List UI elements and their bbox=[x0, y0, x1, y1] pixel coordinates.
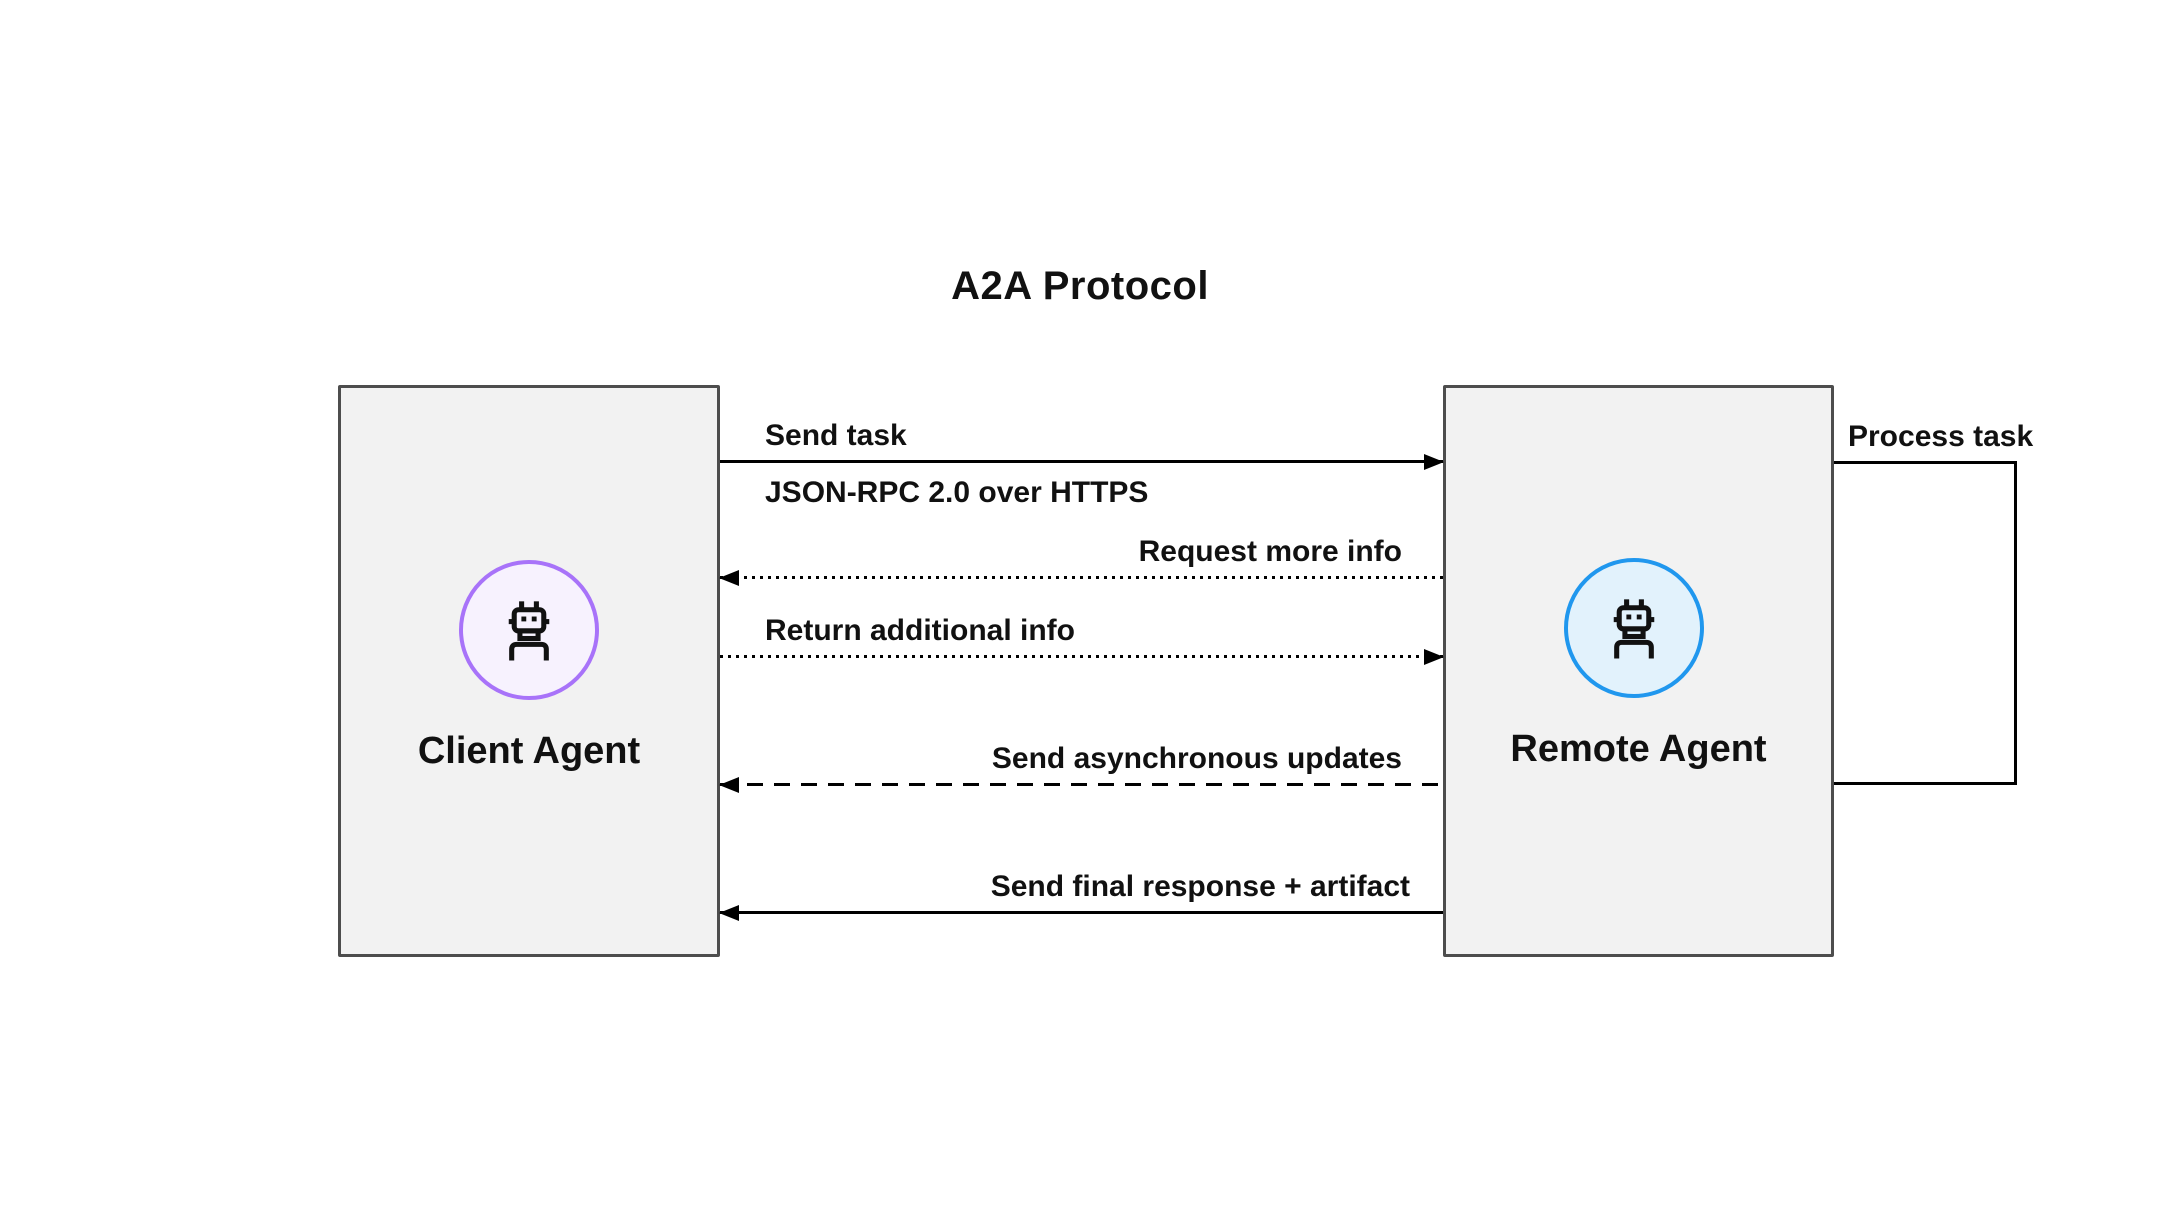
remote-agent-label: Remote Agent bbox=[1510, 728, 1767, 770]
bot-icon bbox=[508, 601, 550, 661]
self-loop-label-process-task: Process task bbox=[1848, 420, 2034, 453]
message-arrow-send-async-updates bbox=[720, 783, 1443, 786]
message-arrow-send-final-response bbox=[720, 911, 1443, 914]
message-label-return-additional-info: Return additional info bbox=[765, 614, 1075, 647]
message-arrow-request-more-info bbox=[720, 576, 1443, 579]
message-label-send-task: Send task bbox=[765, 419, 907, 452]
client-agent-avatar bbox=[459, 560, 599, 700]
diagram-title: A2A Protocol bbox=[951, 264, 1209, 308]
message-label-send-final-response: Send final response + artifact bbox=[990, 870, 1410, 903]
client-agent-label: Client Agent bbox=[417, 730, 641, 772]
message-sublabel-json-rpc: JSON-RPC 2.0 over HTTPS bbox=[765, 476, 1149, 509]
message-label-send-async-updates: Send asynchronous updates bbox=[991, 742, 1402, 775]
bot-icon bbox=[1613, 599, 1655, 659]
message-label-request-more-info: Request more info bbox=[1138, 535, 1402, 568]
message-arrow-return-additional-info bbox=[720, 655, 1443, 658]
remote-agent-avatar bbox=[1564, 558, 1704, 698]
self-loop-process-task bbox=[1834, 461, 2017, 785]
message-arrow-send-task bbox=[720, 460, 1443, 463]
